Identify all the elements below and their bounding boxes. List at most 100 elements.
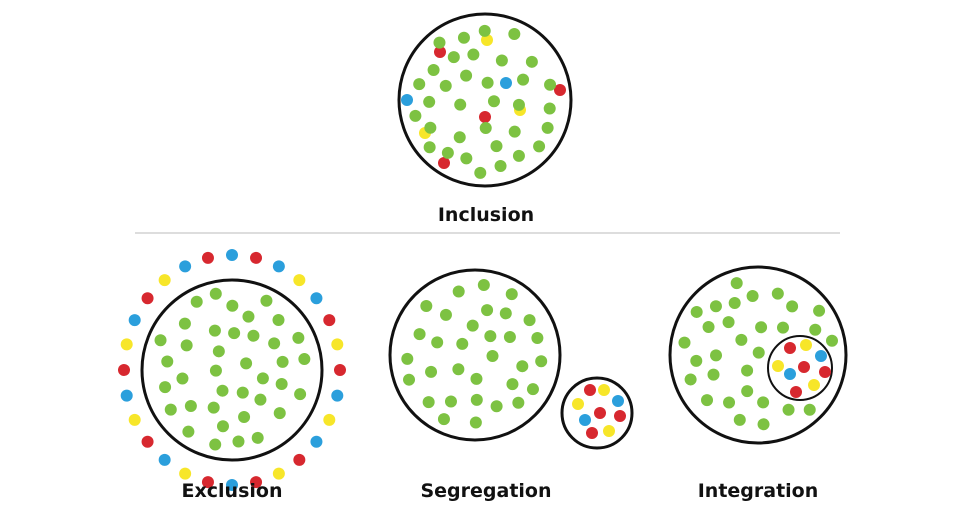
green-dot: [813, 304, 826, 317]
green-dot: [439, 79, 452, 92]
green-dot: [298, 353, 311, 366]
green-dot: [460, 152, 473, 165]
green-dot: [684, 373, 697, 386]
blue-dot: [226, 479, 238, 491]
green-dot: [531, 332, 544, 345]
circle-outline: [397, 12, 573, 188]
green-dot: [512, 396, 525, 409]
blue-dot: [120, 389, 133, 402]
yellow-dot: [772, 360, 784, 372]
green-dot: [503, 331, 516, 344]
green-dot: [512, 98, 525, 111]
green-dot: [701, 394, 714, 407]
blue-dot: [612, 395, 624, 407]
green-dot: [470, 393, 483, 406]
green-dot: [159, 381, 172, 394]
green-dot: [709, 300, 722, 313]
red-dot: [293, 453, 306, 466]
yellow-dot: [808, 379, 820, 391]
green-dot: [512, 149, 525, 162]
integration-label: Integration: [697, 480, 819, 502]
green-dot: [516, 360, 529, 373]
green-dot: [433, 36, 446, 49]
green-dot: [403, 373, 416, 386]
segregation-label: Segregation: [420, 480, 552, 502]
green-dot: [238, 410, 251, 423]
green-dot: [180, 339, 193, 352]
green-dot: [178, 317, 191, 330]
green-dot: [481, 76, 494, 89]
green-dot: [439, 308, 452, 321]
green-dot: [533, 140, 546, 153]
green-dot: [702, 321, 715, 334]
blue-dot: [310, 292, 323, 305]
green-dot: [423, 95, 436, 108]
blue-dot: [272, 260, 285, 273]
green-dot: [453, 131, 466, 144]
green-dot: [771, 287, 784, 300]
blue-dot: [579, 414, 591, 426]
green-dot: [741, 385, 754, 398]
blue-dot: [331, 389, 344, 402]
green-dot: [216, 384, 229, 397]
green-dot: [276, 355, 289, 368]
green-dot: [495, 54, 508, 67]
circle-outline: [767, 335, 833, 401]
green-dot: [543, 102, 556, 115]
green-dot: [427, 64, 440, 77]
yellow-dot: [158, 274, 171, 287]
red-dot: [438, 157, 450, 169]
green-dot: [413, 328, 426, 341]
integration-diagram: [668, 265, 848, 445]
red-dot: [201, 476, 214, 489]
green-dot: [541, 121, 554, 134]
blue-dot: [128, 314, 141, 327]
red-dot: [141, 292, 154, 305]
green-dot: [292, 331, 305, 344]
green-dot: [209, 438, 222, 451]
yellow-dot: [272, 467, 285, 480]
red-dot: [819, 366, 831, 378]
green-dot: [728, 297, 741, 310]
green-dot: [809, 323, 822, 336]
green-dot: [490, 400, 503, 413]
segregation-diagram: [388, 268, 634, 450]
green-dot: [735, 333, 748, 346]
green-dot: [484, 330, 497, 343]
green-dot: [184, 400, 197, 413]
green-dot: [469, 416, 482, 429]
green-dot: [452, 363, 465, 376]
green-dot: [452, 285, 465, 298]
red-dot: [334, 364, 346, 376]
green-dot: [154, 334, 167, 347]
green-dot: [456, 337, 469, 350]
green-dot: [460, 69, 473, 82]
green-dot: [212, 345, 225, 358]
green-dot: [422, 396, 435, 409]
green-dot: [757, 396, 770, 409]
red-dot: [141, 435, 154, 448]
green-dot: [494, 159, 507, 172]
green-dot: [423, 141, 436, 154]
green-dot: [481, 304, 494, 317]
exclusion-label: Exclusion: [181, 480, 283, 502]
green-dot: [420, 300, 433, 313]
green-dot: [441, 146, 454, 159]
green-dot: [251, 431, 264, 444]
green-dot: [294, 388, 307, 401]
yellow-dot: [120, 338, 133, 351]
red-dot: [434, 46, 446, 58]
green-dot: [457, 31, 470, 44]
green-dot: [209, 287, 222, 300]
green-dot: [499, 307, 512, 320]
green-dot: [242, 310, 255, 323]
green-dot: [247, 329, 260, 342]
red-dot: [586, 427, 598, 439]
green-dot: [431, 336, 444, 349]
green-dot: [467, 48, 480, 61]
yellow-dot: [481, 34, 493, 46]
green-dot: [490, 140, 503, 153]
green-dot: [424, 121, 437, 134]
green-dot: [486, 349, 499, 362]
circle-outline: [560, 376, 634, 450]
